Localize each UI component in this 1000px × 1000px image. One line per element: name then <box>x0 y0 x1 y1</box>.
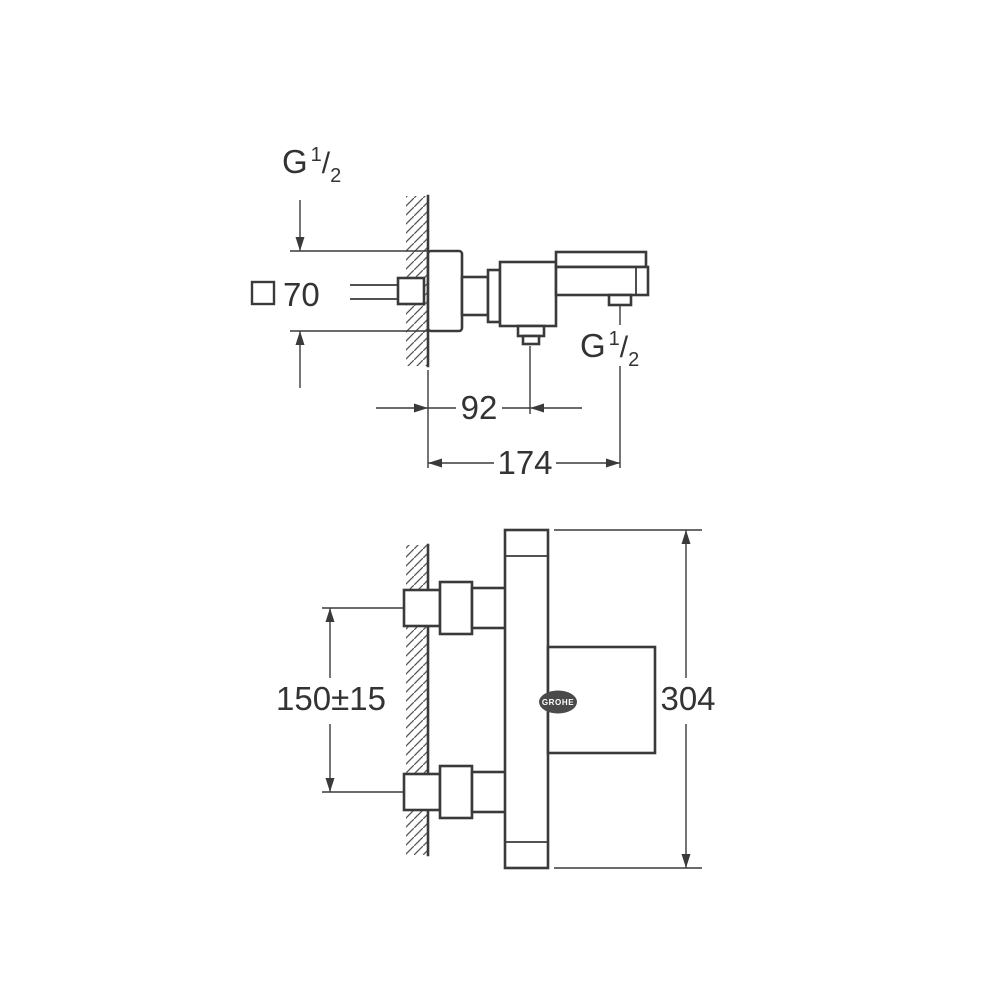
shower-outlet-upper <box>516 324 546 338</box>
escutcheon <box>426 249 464 333</box>
body-block <box>498 260 558 328</box>
dim-arrow <box>325 608 335 622</box>
connection-cylinder-lower <box>438 764 474 820</box>
dim-arrow <box>681 530 691 544</box>
dim-arrow <box>325 778 335 792</box>
aerator <box>607 293 633 307</box>
spout-offset-dim-label: 92 <box>461 389 498 426</box>
dim-arrow <box>428 458 442 468</box>
connection-spacing-dim-label: 150±15 <box>276 680 386 717</box>
grohe-logo-badge <box>539 690 577 714</box>
grohe-logo-text: GROHE <box>542 698 574 707</box>
connection-neck-upper <box>470 586 508 630</box>
spout-reach-dim-label: 174 <box>497 444 552 481</box>
dim-arrow <box>295 237 305 251</box>
union-nut-upper <box>402 588 442 628</box>
dim-arrow <box>530 403 544 413</box>
escutcheon-dim-label: 70 <box>283 276 320 313</box>
plan-view: GROHE 150±15 304 <box>276 528 716 870</box>
connection-neck-lower <box>470 770 508 814</box>
square-symbol <box>250 280 276 306</box>
connection-cylinder-upper <box>438 580 474 636</box>
spout <box>554 265 650 297</box>
union-nut <box>396 276 426 306</box>
dim-arrow <box>295 331 305 345</box>
union-nut-lower <box>402 772 442 812</box>
dim-arrow <box>414 403 428 413</box>
dim-arrow <box>606 458 620 468</box>
dim-arrow <box>681 854 691 868</box>
body-flange <box>486 268 502 324</box>
body-neck <box>460 275 490 317</box>
shower-outlet-lower <box>521 334 541 346</box>
overall-length-dim-label: 304 <box>660 680 715 717</box>
handle-lever <box>554 250 648 269</box>
